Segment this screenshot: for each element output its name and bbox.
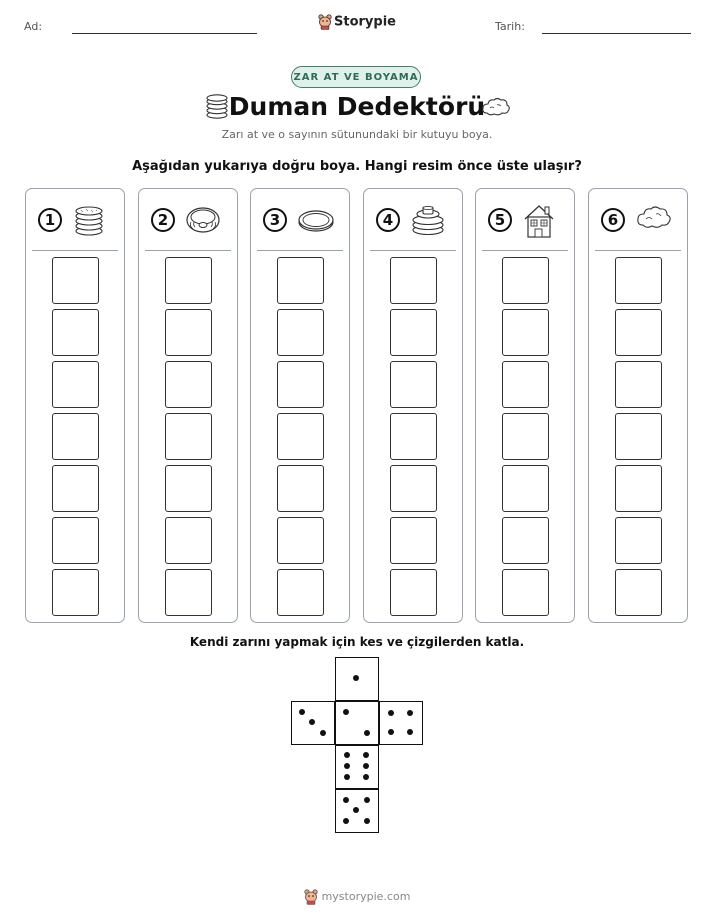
- storypie-bear-icon: [318, 14, 332, 30]
- color-box[interactable]: [277, 309, 324, 356]
- column-number: 4: [376, 208, 400, 232]
- color-box[interactable]: [390, 465, 437, 512]
- color-box[interactable]: [390, 361, 437, 408]
- color-box[interactable]: [52, 309, 99, 356]
- color-box[interactable]: [277, 517, 324, 564]
- dice-face-1: [335, 657, 379, 701]
- instruction-text: Aşağıdan yukarıya doğru boya. Hangi resi…: [132, 159, 582, 174]
- stacked-coins-icon: [72, 203, 106, 241]
- color-box[interactable]: [390, 413, 437, 460]
- coin-icon: [297, 203, 335, 241]
- color-box[interactable]: [502, 309, 549, 356]
- column-divider: [482, 250, 568, 251]
- dice-face-4: [379, 701, 423, 745]
- date-label: Tarih:: [495, 20, 525, 33]
- color-box[interactable]: [52, 413, 99, 460]
- column-1: 1: [25, 188, 125, 623]
- color-box[interactable]: [165, 413, 212, 460]
- name-label: Ad:: [24, 20, 43, 33]
- footer: mystorypie.com: [0, 889, 714, 905]
- color-box[interactable]: [390, 257, 437, 304]
- page-title: Duman Dedektörü: [228, 92, 486, 121]
- color-box[interactable]: [502, 517, 549, 564]
- brand-name: Storypie: [334, 14, 396, 30]
- color-box[interactable]: [502, 361, 549, 408]
- column-number: 3: [263, 208, 287, 232]
- dice-face-2: [335, 701, 379, 745]
- column-divider: [257, 250, 343, 251]
- color-box[interactable]: [615, 361, 662, 408]
- page-subtitle: Zarı at ve o sayının sütunundaki bir kut…: [221, 128, 493, 141]
- column-4: 4: [363, 188, 463, 623]
- column-divider: [370, 250, 456, 251]
- color-box[interactable]: [390, 517, 437, 564]
- color-box[interactable]: [52, 361, 99, 408]
- activity-badge: ZAR AT VE BOYAMA: [291, 66, 421, 88]
- color-box[interactable]: [502, 413, 549, 460]
- color-box[interactable]: [165, 361, 212, 408]
- column-divider: [595, 250, 681, 251]
- fold-instruction: Kendi zarını yapmak için kes ve çizgiler…: [189, 635, 525, 649]
- smoke-cloud-icon: [481, 96, 511, 122]
- dice-face-3: [291, 701, 335, 745]
- column-number: 1: [38, 208, 62, 232]
- color-box[interactable]: [277, 361, 324, 408]
- color-box[interactable]: [277, 465, 324, 512]
- brand-logo: Storypie: [0, 14, 714, 30]
- smoke-detector-icon: [185, 203, 221, 241]
- dice-face-5: [335, 789, 379, 833]
- date-line[interactable]: [542, 33, 691, 34]
- column-divider: [145, 250, 231, 251]
- column-number: 5: [488, 208, 512, 232]
- dice-face-6: [335, 745, 379, 789]
- color-box[interactable]: [52, 569, 99, 616]
- column-6: 6: [588, 188, 688, 623]
- color-box[interactable]: [390, 309, 437, 356]
- color-box[interactable]: [277, 569, 324, 616]
- color-box[interactable]: [502, 569, 549, 616]
- color-box[interactable]: [615, 465, 662, 512]
- column-number: 2: [151, 208, 175, 232]
- column-5: 5: [475, 188, 575, 623]
- battery-stack-icon: [410, 203, 446, 241]
- color-box[interactable]: [615, 257, 662, 304]
- color-box[interactable]: [165, 309, 212, 356]
- color-box[interactable]: [52, 517, 99, 564]
- name-line[interactable]: [72, 33, 257, 34]
- color-box[interactable]: [165, 569, 212, 616]
- color-box[interactable]: [165, 465, 212, 512]
- color-box[interactable]: [615, 569, 662, 616]
- footer-url[interactable]: mystorypie.com: [321, 890, 411, 903]
- column-number: 6: [601, 208, 625, 232]
- column-2: 2: [138, 188, 238, 623]
- color-box[interactable]: [615, 413, 662, 460]
- color-box[interactable]: [502, 465, 549, 512]
- color-box[interactable]: [165, 257, 212, 304]
- color-box[interactable]: [52, 465, 99, 512]
- color-box[interactable]: [502, 257, 549, 304]
- color-box[interactable]: [390, 569, 437, 616]
- color-box[interactable]: [277, 257, 324, 304]
- column-3: 3: [250, 188, 350, 623]
- color-box[interactable]: [615, 309, 662, 356]
- storypie-bear-icon: [303, 889, 318, 905]
- house-icon: [522, 203, 556, 243]
- smoke-cloud-icon: [635, 203, 673, 237]
- column-divider: [32, 250, 118, 251]
- color-box[interactable]: [277, 413, 324, 460]
- color-box[interactable]: [52, 257, 99, 304]
- color-box[interactable]: [165, 517, 212, 564]
- color-box[interactable]: [615, 517, 662, 564]
- stacked-coins-icon: [205, 94, 229, 124]
